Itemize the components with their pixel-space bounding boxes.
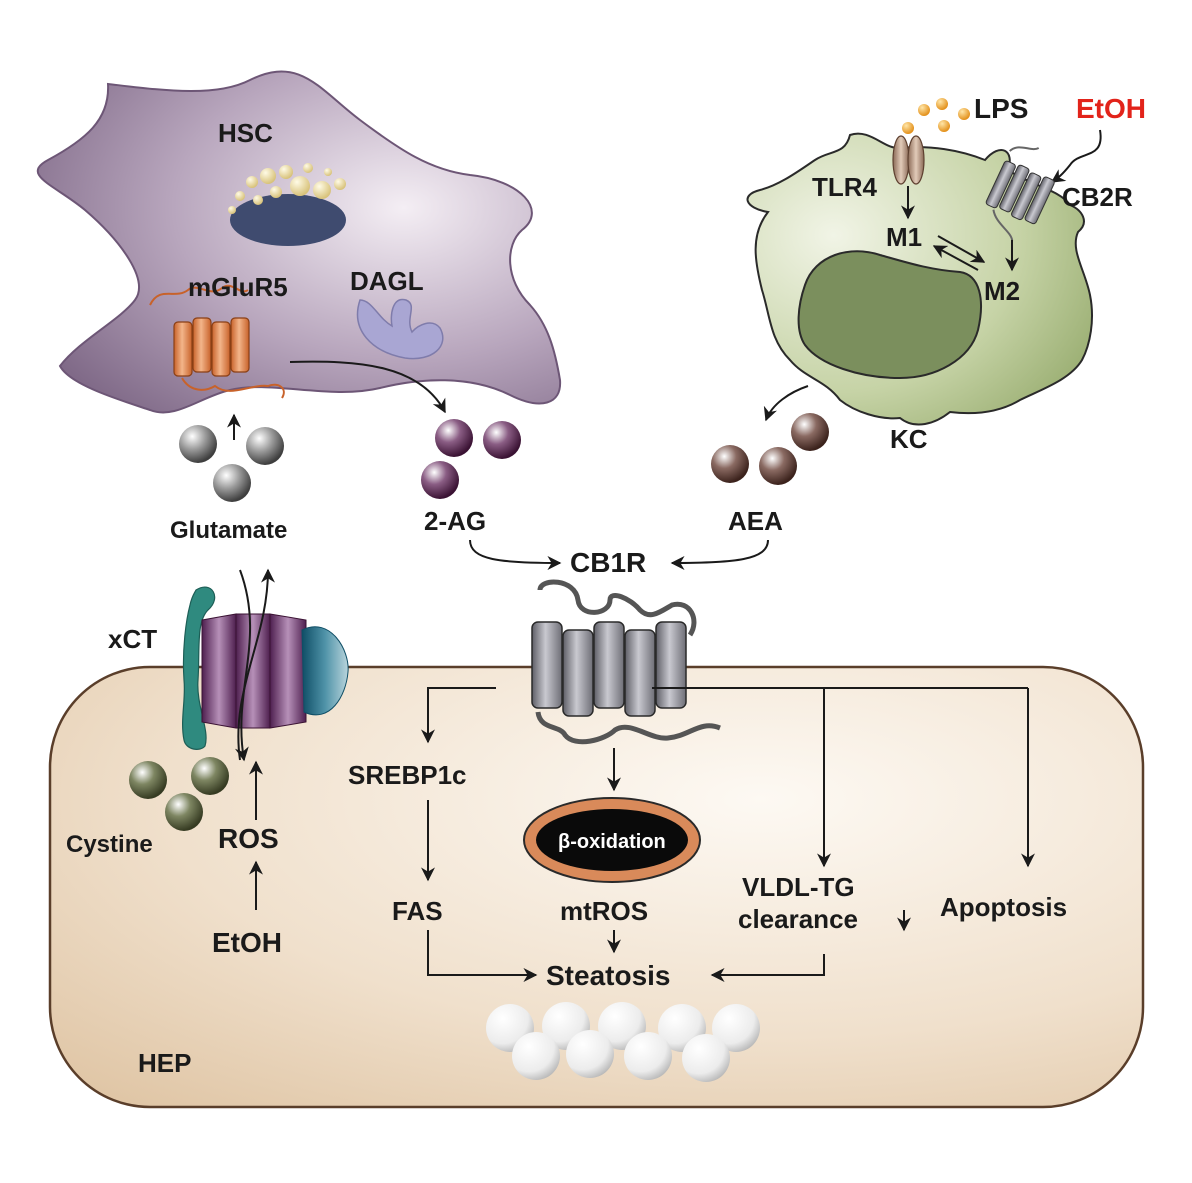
- mitochondrion: [523, 797, 701, 883]
- cystine-molecules: [129, 757, 229, 831]
- fas-to-steatosis-arrow: [427, 930, 538, 982]
- etoh-to-cb2r-arrow: [1050, 129, 1102, 183]
- lps-label: LPS: [974, 93, 1028, 124]
- cystine-label: Cystine: [66, 831, 153, 858]
- beta-oxidation-label: β-oxidation: [558, 831, 666, 853]
- vldl-to-steatosis-arrow: [710, 954, 825, 982]
- cb1r-to-srebp1c-arrow: [421, 687, 496, 744]
- tlr4-receptor: [892, 135, 925, 185]
- steatosis-label: Steatosis: [546, 960, 671, 991]
- aea-label: AEA: [728, 506, 783, 536]
- kc-label: KC: [890, 424, 928, 454]
- apoptosis-label: Apoptosis: [940, 892, 1067, 922]
- fas-label: FAS: [392, 896, 443, 926]
- kc-to-aea-arrow: [763, 385, 809, 422]
- m1-m2-exchange-arrow-a: [937, 235, 986, 263]
- etoh-red-label: EtOH: [1076, 93, 1146, 124]
- cystine-import-arrow: [234, 569, 252, 762]
- mglur5-receptor: [149, 284, 285, 399]
- kc-nucleus: [797, 250, 982, 380]
- hep-label: HEP: [138, 1048, 191, 1078]
- cb2r-label: CB2R: [1062, 182, 1133, 212]
- two-ag-label: 2-AG: [424, 506, 486, 536]
- etoh-label: EtOH: [212, 927, 282, 958]
- cb1r-label: CB1R: [570, 547, 646, 578]
- hsc-nucleus: [230, 194, 346, 246]
- lipid-droplets: [228, 163, 346, 214]
- hsc-label: HSC: [218, 118, 273, 148]
- srebp1c-label: SREBP1c: [348, 760, 467, 790]
- mglur5-label: mGluR5: [188, 272, 288, 302]
- mtros-label: mtROS: [560, 896, 648, 926]
- xct-transporter: [181, 586, 349, 750]
- steatosis-lipid-droplets: [486, 1002, 760, 1082]
- tlr4-label: TLR4: [812, 172, 878, 202]
- clearance-label: clearance: [738, 904, 858, 934]
- two-ag-molecules: [421, 419, 521, 499]
- dagl-label: DAGL: [350, 266, 424, 296]
- dagl-enzyme: [356, 298, 444, 360]
- m1-label: M1: [886, 222, 922, 252]
- aea-to-cb1r-arrow: [670, 539, 769, 570]
- mglur5-to-2ag-arrow: [289, 360, 446, 414]
- xct-label: xCT: [108, 624, 157, 654]
- 2ag-to-cb1r-arrow: [469, 539, 562, 570]
- m2-label: M2: [984, 276, 1020, 306]
- lps-molecules: [902, 98, 970, 134]
- m1-m2-exchange-arrow-b: [932, 245, 979, 271]
- aea-molecules: [711, 413, 829, 485]
- ros-label: ROS: [218, 823, 279, 854]
- glutamate-molecules: [179, 425, 284, 502]
- glutamate-export-arrow: [237, 568, 275, 761]
- vldl-tg-label: VLDL-TG: [742, 872, 855, 902]
- glutamate-label: Glutamate: [170, 517, 287, 544]
- cb1r-receptor: [531, 579, 721, 745]
- cb2r-receptor: [985, 146, 1055, 241]
